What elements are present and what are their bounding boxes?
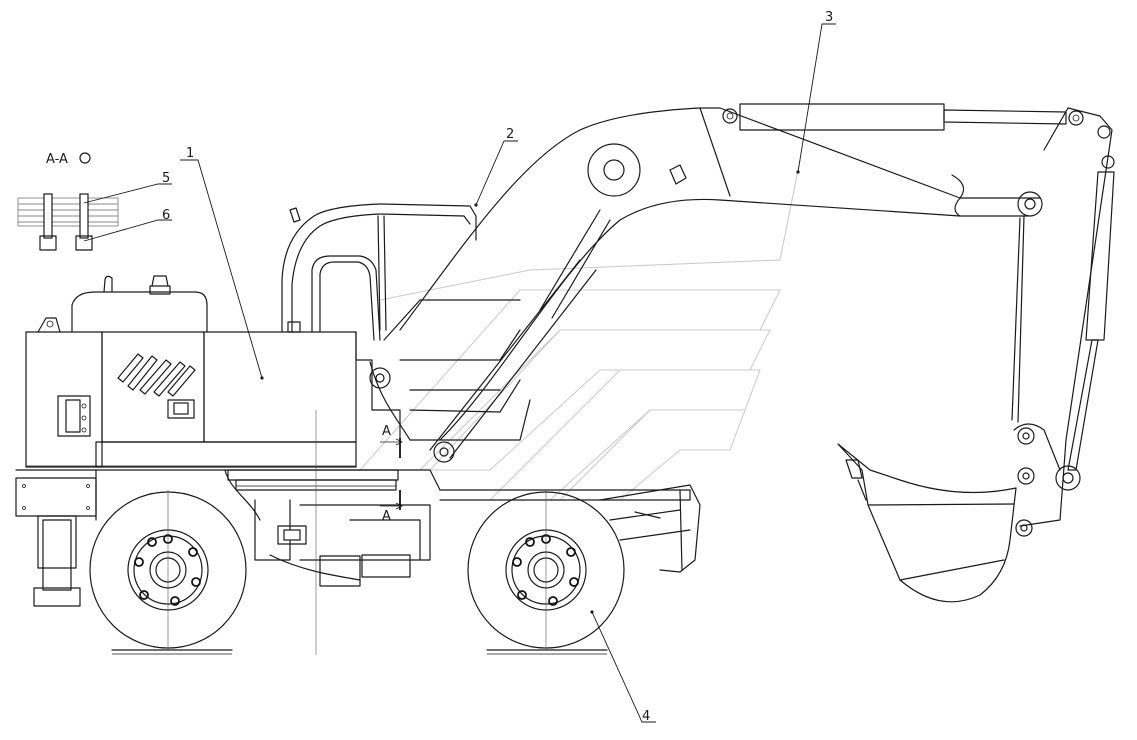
section-marker-top: A (382, 424, 391, 439)
turntable (227, 469, 399, 491)
callout-4: 4 (642, 709, 650, 724)
callout-6: 6 (162, 208, 170, 223)
bucket (837, 443, 1017, 603)
undercarriage (15, 469, 691, 587)
callout-1: 1 (186, 146, 194, 161)
bucket-linkage (1013, 423, 1061, 537)
section-title: A-A (46, 152, 68, 167)
stick-cylinder (722, 103, 1084, 131)
section-circle-icon (79, 152, 91, 164)
boom-cylinder (369, 209, 611, 463)
ground-lines (111, 649, 608, 655)
section-cut-markers (380, 438, 403, 510)
callout-3: 3 (825, 10, 833, 25)
bucket-cylinder (1055, 171, 1115, 491)
callout-2: 2 (506, 127, 514, 142)
engine-vent-slots (117, 353, 196, 397)
watermark (358, 159, 801, 501)
section-aa-detail (17, 152, 119, 251)
boom (399, 107, 1043, 441)
centerlines (167, 410, 547, 655)
callout-5: 5 (162, 171, 170, 186)
operator-cab (281, 203, 531, 441)
section-marker-bottom: A (382, 509, 391, 524)
dozer-blade (599, 484, 701, 573)
rear-outrigger (15, 477, 97, 607)
leader-lines (83, 23, 836, 723)
stick-arm (1011, 107, 1115, 527)
engine-housing (25, 275, 357, 468)
